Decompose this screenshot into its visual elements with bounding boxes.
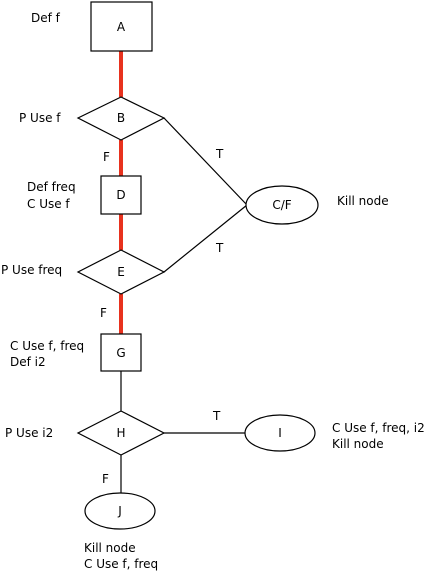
node-g-label: G [116,346,125,360]
node-h-label: H [116,426,125,440]
annotation-h-line-1: P Use i2 [5,426,53,440]
edge-e-c [163,204,248,273]
node-a-label: A [117,20,126,34]
annotation-e-line-1: P Use freq [1,263,62,277]
node-j-label: J [117,504,122,518]
node-i-shape [244,414,316,452]
edge-label-b-d: F [103,150,110,164]
edge-label-b-c: T [215,147,224,161]
node-c-label: C/F [272,198,291,212]
node-b-shape [76,96,166,141]
annotation-g-line-2: Def i2 [10,355,46,369]
annotation-d-line-2: C Use f [27,197,70,211]
edge-label-h-j: F [102,472,109,486]
annotation-i-line-1: C Use f, freq, i2 [332,421,425,435]
node-b-label: B [117,111,125,125]
node-a-shape [90,1,153,52]
node-d-shape [100,175,142,215]
edge-label-e-c: T [215,241,224,255]
node-e-label: E [117,265,125,279]
node-h-shape [76,410,166,456]
annotation-i-line-2: Kill node [332,437,384,451]
annotation-j-line-1: Kill node [84,541,136,555]
annotation-d-line-1: Def freq [27,180,76,194]
annotation-j-line-2: C Use f, freq [84,557,158,571]
annotation-g-line-1: C Use f, freq [10,339,84,353]
annotation-a-line-1: Def f [31,11,61,25]
node-e-shape [76,249,166,295]
node-j-shape [84,492,156,530]
annotation-c-line-1: Kill node [337,194,389,208]
node-g-shape [100,333,142,372]
edge-label-e-g: F [100,306,107,320]
edge-b-c [163,117,248,206]
node-c-shape [245,185,319,225]
node-d-label: D [116,188,125,202]
edge-label-h-i: T [212,409,221,423]
node-i-label: I [278,426,282,440]
annotation-b-line-1: P Use f [19,111,61,125]
